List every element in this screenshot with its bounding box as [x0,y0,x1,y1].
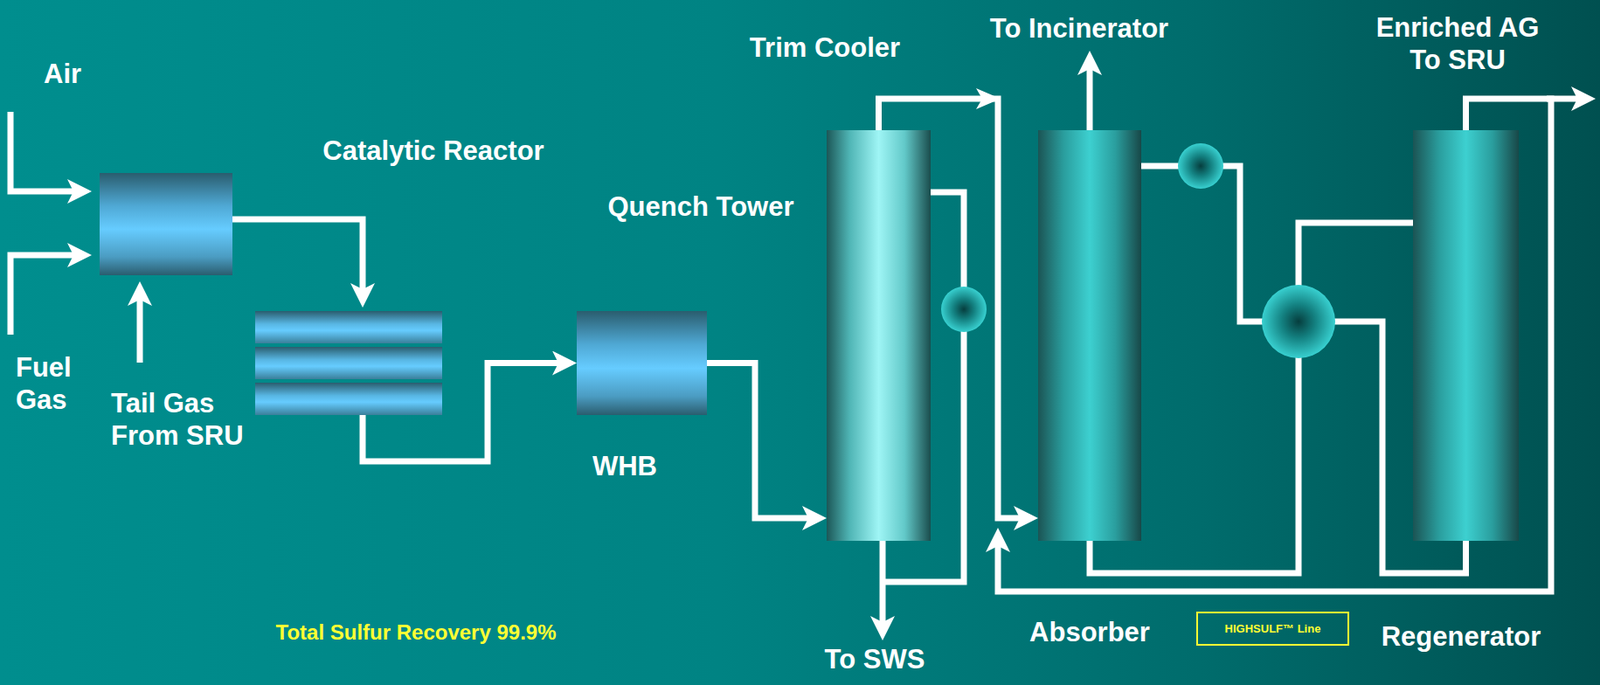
line-tag: HIGHSULF™ Line [1196,611,1350,646]
outlet-label: To Incinerator [990,12,1169,45]
equipment-name: Catalytic Reactor [322,134,544,167]
reactor-bed [255,382,443,416]
feed-label: Air [43,57,82,91]
catalytic-reactor: Catalytic Reactor [255,311,443,416]
process-line [1089,321,1467,574]
feed-label: Tail Gas From SRU [110,387,256,452]
process-line [997,98,1552,592]
regenerator-column: Regenerator [1412,130,1519,541]
equipment-name: Absorber [1029,616,1150,649]
equipment-name: WHB [592,450,658,483]
air-feed-line [10,111,80,192]
trim-cooler-arrowhead [976,88,1001,110]
quench-pump [941,286,987,333]
burner-outlet-line [232,219,363,296]
incinerator-line [1087,62,1094,131]
burner-box [99,173,233,276]
feed-label: Fuel Gas [15,351,72,416]
absorber-column: Absorber [1038,130,1142,541]
reactor-bed [255,311,443,344]
lean-rich-exchanger [1261,284,1336,359]
fuel-gas-feed-line [10,255,80,335]
acid-gas-out-line [1546,96,1584,103]
lean-amine-pump [1177,143,1224,189]
tail-gas-feed-line [137,293,144,363]
equipment-name: Regenerator [1381,620,1542,653]
waste-heat-boiler: WHB [576,311,707,416]
equipment-name: Quench Tower [607,190,794,223]
recovery-note: Total Sulfur Recovery 99.9% [276,620,557,646]
reactor-bed [255,346,443,380]
process-line [706,363,815,520]
sour-water-line [879,540,887,629]
outlet-label: Enriched AG To SRU [1368,11,1548,77]
outlet-label: To SWS [824,643,926,676]
quench-tower: Quench Tower [826,130,931,541]
equipment-label: Trim Cooler [749,31,901,64]
